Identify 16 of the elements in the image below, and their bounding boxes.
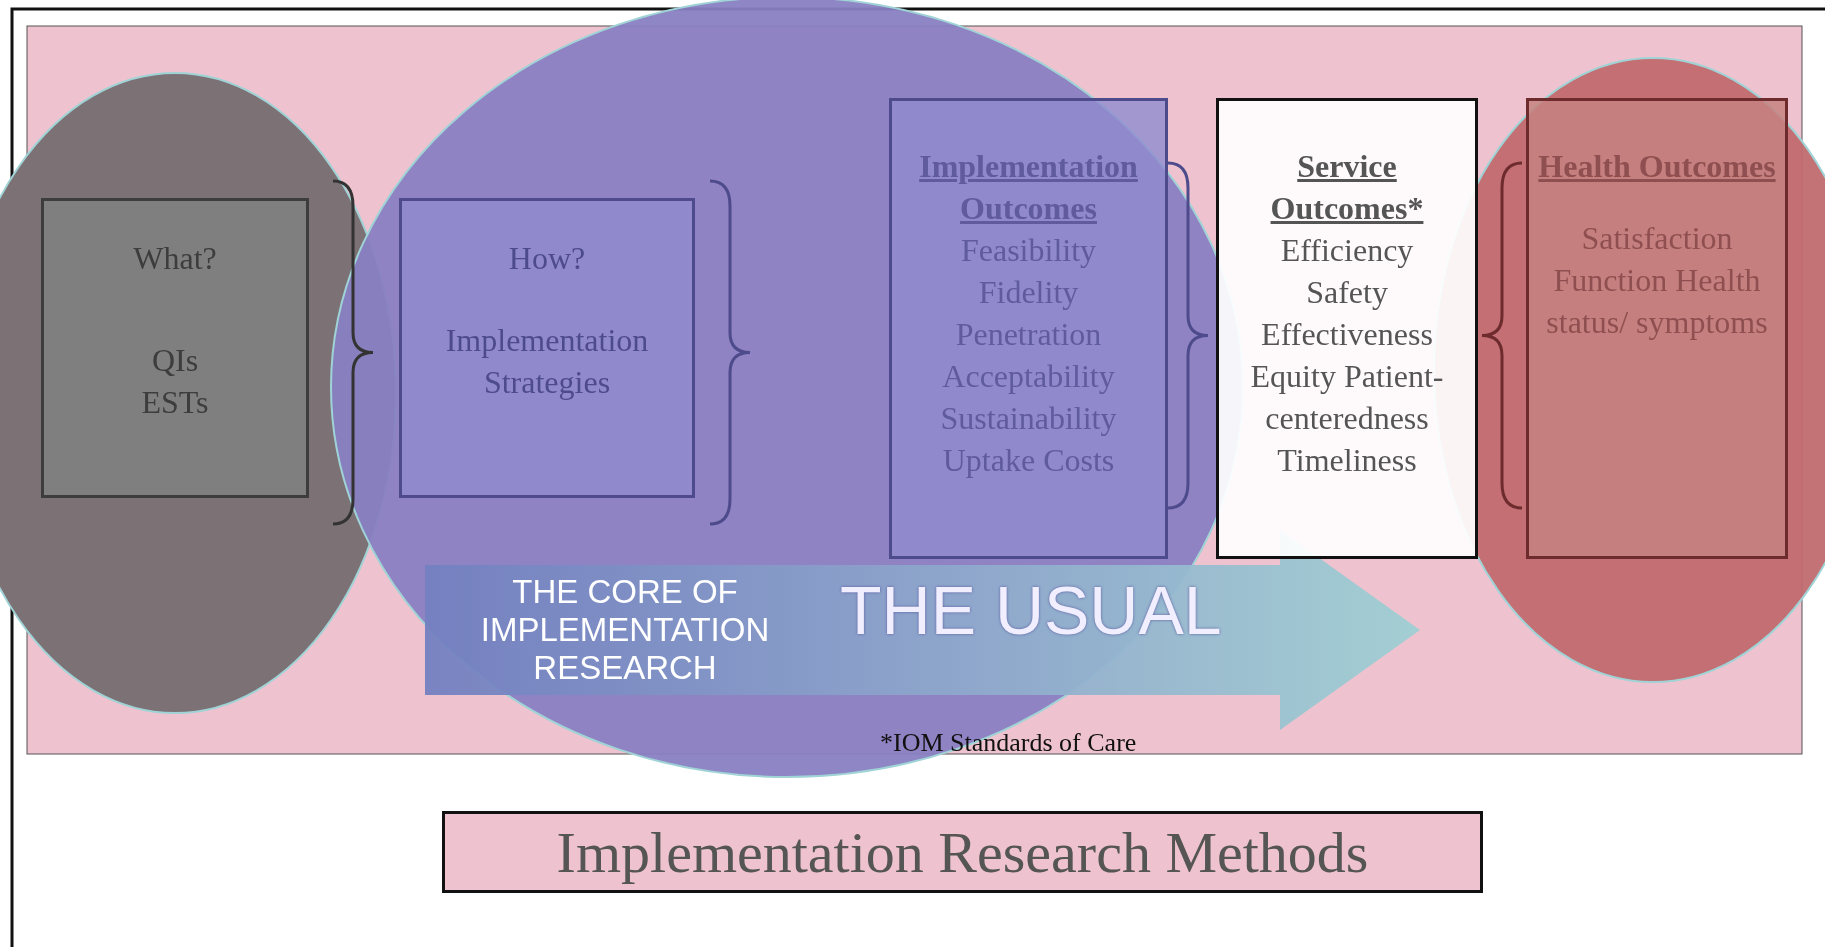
box-text: What?: [133, 239, 217, 278]
banner-text: THE CORE OF IMPLEMENTATION RESEARCH: [479, 572, 771, 688]
footnote: *IOM Standards of Care: [880, 728, 1137, 758]
process-box: [399, 198, 695, 498]
box-text: Implementation Strategies: [444, 321, 650, 402]
process-box: [1526, 98, 1788, 559]
title-box: [442, 811, 1483, 893]
box-text: Implementation Research Methods: [556, 818, 1369, 886]
process-box: [1216, 98, 1478, 559]
box-text: QIs ESTs: [140, 341, 210, 422]
box-text: How?: [508, 239, 586, 278]
process-box: [41, 198, 309, 498]
box-heading: Service Outcomes*: [1269, 147, 1425, 228]
process-box: [889, 98, 1168, 559]
watermark-text: THE USUAL: [840, 571, 1222, 650]
box-text: Efficiency Safety Effectiveness Equity Patient-centeredness Timeliness: [1249, 231, 1445, 480]
